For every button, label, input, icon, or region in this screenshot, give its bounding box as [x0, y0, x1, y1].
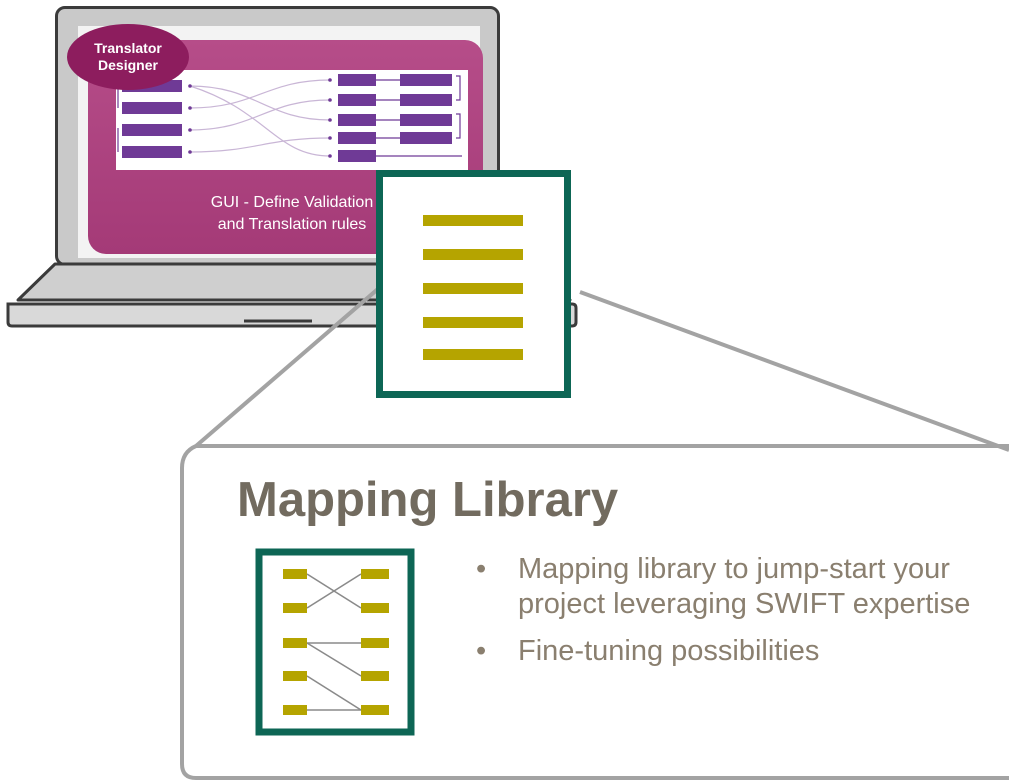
source-field: [122, 146, 182, 158]
document-line: [423, 317, 523, 328]
feature-bullet-list: Mapping library to jump-start your proje…: [472, 552, 1002, 669]
document-line: [423, 215, 523, 226]
callout-title: Mapping Library: [237, 473, 619, 527]
target-field: [338, 150, 376, 162]
document-line: [423, 283, 523, 294]
target-field: [400, 114, 452, 126]
gui-caption-line1: GUI - Define Validation: [210, 194, 374, 211]
bullet-item: Fine-tuning possibilities: [472, 634, 1002, 669]
field-connectors: [189, 79, 462, 157]
target-field: [338, 114, 376, 126]
badge-line2: Designer: [98, 57, 158, 73]
mapping-thumbnail-icon: [255, 548, 415, 736]
target-field: [338, 94, 376, 106]
translator-designer-badge: Translator Designer: [67, 24, 189, 90]
target-field: [400, 94, 452, 106]
target-field: [400, 74, 452, 86]
bullet-item: Mapping library to jump-start your proje…: [472, 552, 1002, 622]
target-fields: [338, 74, 452, 162]
library-document-icon: [376, 170, 571, 398]
target-field: [338, 74, 376, 86]
target-field: [400, 132, 452, 144]
gui-caption: GUI - Define Validation and Translation …: [116, 192, 468, 236]
gui-caption-line2: and Translation rules: [217, 216, 367, 233]
source-field: [122, 102, 182, 114]
source-field: [122, 124, 182, 136]
target-field: [338, 132, 376, 144]
document-line: [423, 249, 523, 260]
badge-line1: Translator: [94, 40, 162, 56]
document-line: [423, 349, 523, 360]
